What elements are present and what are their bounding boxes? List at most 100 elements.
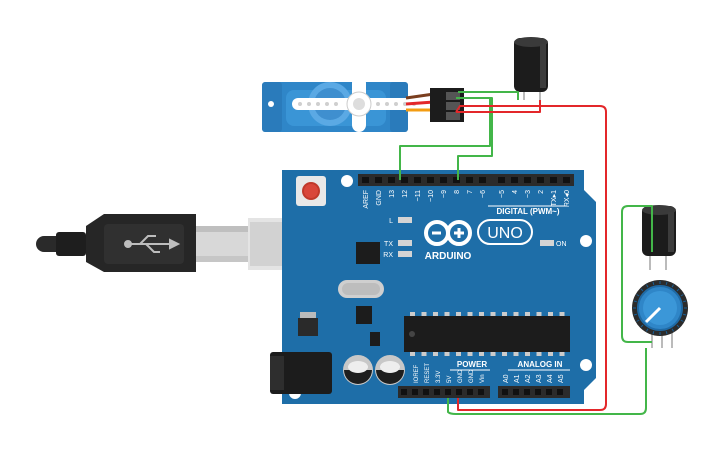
servo-horn[interactable] bbox=[292, 76, 428, 132]
analog-pin-label: A2 bbox=[525, 374, 532, 383]
digital-pin-labels: AREF GND 13 12 ~11 ~10 ~9 8 7 ~6 ~5 4 ~3 2 TX▸1 RX◂0 bbox=[363, 190, 571, 209]
digital-pin-label: ~11 bbox=[415, 190, 422, 201]
electrolytic-capacitor-2[interactable] bbox=[642, 205, 676, 270]
digital-pin-hole[interactable] bbox=[537, 177, 544, 183]
power-pin-label: 5V bbox=[447, 376, 453, 383]
digital-pin-label: ~3 bbox=[525, 190, 532, 198]
board-capacitor-1 bbox=[343, 355, 373, 385]
digital-pin-hole[interactable] bbox=[427, 177, 434, 183]
digital-pin-hole[interactable] bbox=[524, 177, 531, 183]
power-pin-hole[interactable] bbox=[401, 389, 407, 395]
reset-button[interactable] bbox=[296, 176, 326, 206]
digital-pin-label: ~5 bbox=[499, 190, 506, 198]
servo-connector[interactable] bbox=[430, 88, 464, 122]
power-pin-label: IOREF bbox=[414, 364, 420, 383]
digital-pin-label: GND bbox=[376, 190, 383, 206]
electrolytic-capacitor-1[interactable] bbox=[514, 37, 548, 100]
digital-pin-label: ~10 bbox=[428, 190, 435, 202]
svg-text:L: L bbox=[389, 218, 393, 225]
digital-header-label: DIGITAL (PWM~) bbox=[496, 207, 559, 216]
analog-pin-hole[interactable] bbox=[524, 389, 530, 395]
analog-pin-hole[interactable] bbox=[535, 389, 541, 395]
digital-pin-hole[interactable] bbox=[466, 177, 473, 183]
power-pin-label: RESET bbox=[425, 363, 431, 383]
digital-pin-hole[interactable] bbox=[414, 177, 421, 183]
digital-pin-label: 2 bbox=[538, 190, 545, 194]
power-pin-label: 3.3V bbox=[436, 371, 442, 383]
power-pin-hole[interactable] bbox=[423, 389, 429, 395]
wire-servo-power[interactable] bbox=[455, 100, 607, 411]
arduino-logo-icon bbox=[424, 220, 472, 246]
led-l: L bbox=[389, 217, 412, 225]
analog-pin-label: A3 bbox=[536, 374, 543, 383]
led-rx: RX bbox=[383, 251, 412, 259]
power-label: POWER bbox=[457, 360, 487, 369]
digital-pin-hole[interactable] bbox=[511, 177, 518, 183]
digital-pin-hole[interactable] bbox=[375, 177, 382, 183]
wire-servo-signal[interactable] bbox=[456, 97, 493, 180]
svg-text:UNO: UNO bbox=[487, 225, 523, 242]
analog-pin-label: A4 bbox=[547, 374, 554, 383]
servo-motor[interactable] bbox=[262, 76, 464, 132]
wire-servo-ground[interactable] bbox=[399, 91, 519, 180]
power-pin-hole[interactable] bbox=[445, 389, 451, 395]
analog-pin-hole[interactable] bbox=[502, 389, 508, 395]
analog-pin-label: A5 bbox=[558, 374, 565, 383]
digital-pin-hole[interactable] bbox=[563, 177, 570, 183]
digital-pin-hole[interactable] bbox=[401, 177, 408, 183]
analog-pin-label: A1 bbox=[514, 374, 521, 383]
digital-pin-label: RX◂0 bbox=[564, 190, 571, 207]
power-pin-hole[interactable] bbox=[412, 389, 418, 395]
svg-text:ON: ON bbox=[556, 241, 567, 248]
power-pin-hole[interactable] bbox=[434, 389, 440, 395]
digital-pin-hole[interactable] bbox=[498, 177, 505, 183]
power-pin-label: GND bbox=[469, 369, 475, 383]
digital-pin-hole[interactable] bbox=[362, 177, 369, 183]
analog-pin-hole[interactable] bbox=[546, 389, 552, 395]
digital-pin-label: ~6 bbox=[480, 190, 487, 198]
arduino-logo-text: ARDUINO bbox=[425, 251, 472, 262]
power-pin-label: Vin bbox=[480, 374, 486, 383]
digital-pin-hole[interactable] bbox=[453, 177, 460, 183]
digital-pin-label: 12 bbox=[402, 190, 409, 198]
digital-pin-label: 4 bbox=[512, 190, 519, 194]
digital-pin-hole[interactable] bbox=[388, 177, 395, 183]
power-pin-label: GND bbox=[458, 369, 464, 383]
digital-pin-hole[interactable] bbox=[440, 177, 447, 183]
potentiometer-knob[interactable] bbox=[643, 291, 677, 325]
wire-ground-return[interactable] bbox=[447, 348, 647, 415]
arduino-uno-board[interactable]: L TX RX ON ARDUINO UNO bbox=[270, 170, 596, 404]
power-pin-labels: IOREF RESET 3.3V 5V GND GND Vin bbox=[414, 363, 486, 383]
power-jack bbox=[270, 352, 332, 394]
digital-pin-label: 13 bbox=[389, 190, 396, 198]
svg-text:RX: RX bbox=[383, 252, 393, 259]
potentiometer[interactable] bbox=[632, 280, 688, 348]
digital-pin-label: ~9 bbox=[441, 190, 448, 198]
atmega-chip bbox=[404, 312, 570, 356]
digital-header[interactable] bbox=[358, 174, 574, 186]
analog-header[interactable] bbox=[498, 386, 570, 398]
power-pin-hole[interactable] bbox=[467, 389, 473, 395]
digital-pin-label: 8 bbox=[454, 190, 461, 194]
led-tx: TX bbox=[384, 240, 412, 248]
digital-pin-label: AREF bbox=[363, 190, 370, 209]
analog-pin-hole[interactable] bbox=[513, 389, 519, 395]
svg-text:TX: TX bbox=[384, 241, 393, 248]
uno-badge: UNO bbox=[477, 219, 533, 245]
power-pin-hole[interactable] bbox=[456, 389, 462, 395]
analog-pin-label: A0 bbox=[503, 374, 510, 383]
wire-capacitor-pot[interactable] bbox=[621, 205, 653, 343]
wires bbox=[399, 91, 653, 415]
digital-pin-label: TX▸1 bbox=[551, 190, 558, 206]
digital-pin-hole[interactable] bbox=[550, 177, 557, 183]
analog-pin-hole[interactable] bbox=[557, 389, 563, 395]
digital-pin-hole[interactable] bbox=[479, 177, 486, 183]
led-on: ON bbox=[540, 240, 567, 248]
power-header[interactable] bbox=[398, 386, 490, 398]
analog-label: ANALOG IN bbox=[518, 360, 563, 369]
digital-pin-label: 7 bbox=[467, 190, 474, 194]
power-pin-hole[interactable] bbox=[478, 389, 484, 395]
board-capacitor-2 bbox=[375, 355, 405, 385]
analog-pin-labels: A0 A1 A2 A3 A4 A5 bbox=[503, 374, 565, 383]
